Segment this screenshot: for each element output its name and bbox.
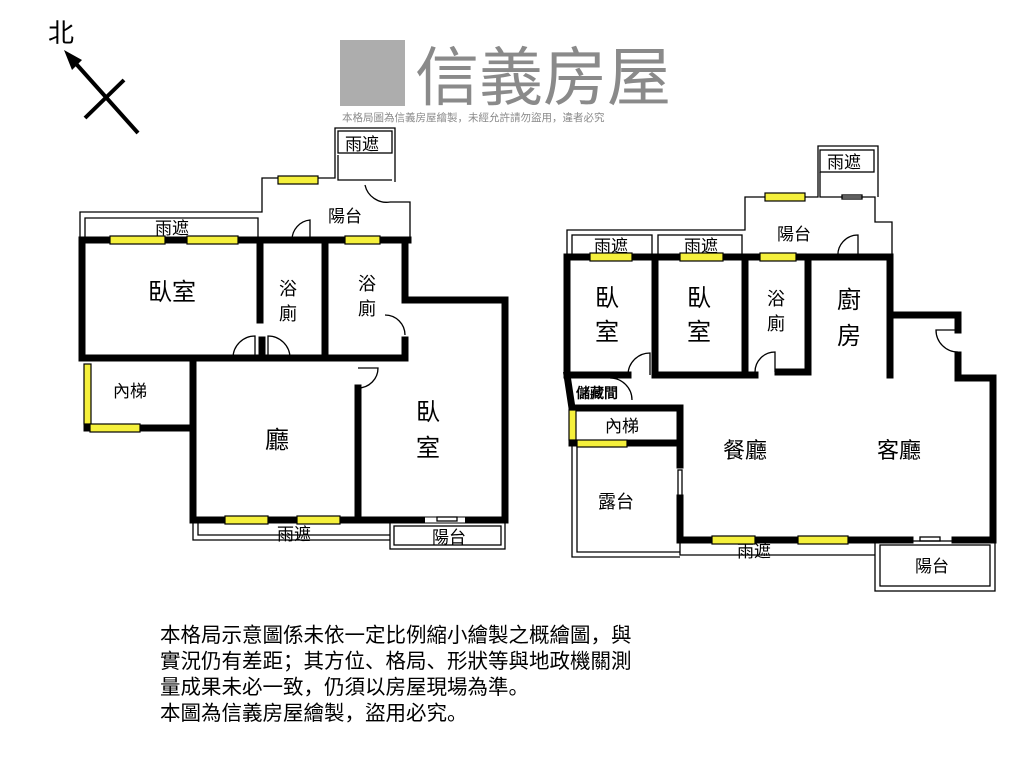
compass-label: 北 — [48, 19, 74, 49]
window — [83, 363, 92, 425]
label-bedroom: 室 — [687, 318, 711, 346]
note-line: 實況仍有差距；其方位、格局、形狀等與地政機關測 — [160, 649, 632, 673]
window — [89, 423, 141, 433]
label-kitchen: 廚 — [837, 286, 861, 314]
window — [344, 235, 381, 245]
label-bathroom: 浴 — [358, 274, 376, 295]
window — [576, 439, 628, 448]
label-rain-shelter: 雨遮 — [827, 153, 861, 173]
window — [711, 535, 756, 545]
label-balcony: 陽台 — [915, 557, 949, 577]
watermark: 信義房屋 本格局圖為信義房屋繪製，未經允許請勿盜用，違者必究 — [340, 40, 671, 124]
window — [759, 252, 797, 262]
label-bedroom: 室 — [416, 434, 440, 462]
label-rain-shelter: 雨遮 — [684, 237, 718, 257]
label-bedroom: 臥 — [416, 398, 440, 426]
label-rain-shelter: 雨遮 — [594, 237, 628, 257]
window — [186, 235, 239, 245]
label-stairs: 內梯 — [605, 417, 639, 437]
label-storage: 儲藏間 — [575, 385, 618, 402]
label-bathroom: 浴 — [767, 289, 785, 310]
window — [277, 175, 319, 185]
label-kitchen: 房 — [837, 322, 861, 350]
window — [764, 192, 806, 202]
label-living-room: 廳 — [265, 426, 289, 454]
watermark-subtitle: 本格局圖為信義房屋繪製，未經允許請勿盜用，違者必究 — [342, 111, 605, 124]
label-stairs: 內梯 — [113, 382, 147, 402]
label-balcony: 陽台 — [777, 225, 811, 245]
north-arrow-icon — [68, 55, 140, 135]
label-rain-shelter: 雨遮 — [737, 542, 771, 562]
label-dining-room: 餐廳 — [723, 439, 767, 464]
window — [568, 409, 577, 441]
label-bedroom: 臥室 — [148, 278, 196, 306]
label-bathroom: 廁 — [767, 313, 785, 335]
label-bedroom: 臥 — [687, 284, 711, 312]
north-compass: 北 — [48, 19, 140, 135]
label-bathroom: 廁 — [279, 303, 297, 325]
note-line: 量成果未必一致，仍須以房屋現場為準。 — [160, 675, 529, 699]
label-terrace: 露台 — [598, 492, 634, 513]
disclaimer-note: 本格局示意圖係未依一定比例縮小繪製之概繪圖，與 實況仍有差距；其方位、格局、形狀… — [160, 622, 632, 726]
window — [296, 515, 341, 525]
label-rain-shelter: 雨遮 — [345, 135, 379, 155]
plan-left: 雨遮 雨遮 陽台 臥室 浴 廁 浴 廁 內梯 廳 臥 室 雨遮 陽台 — [78, 127, 509, 550]
window — [109, 235, 166, 245]
label-balcony: 陽台 — [432, 528, 466, 548]
plan-right: 雨遮 陽台 雨遮 雨遮 臥 室 臥 室 浴 廁 廚 房 儲藏間 內梯 餐廳 客廳… — [563, 145, 997, 592]
label-bedroom: 室 — [595, 318, 619, 346]
window — [589, 252, 633, 262]
label-bathroom: 浴 — [279, 279, 297, 300]
window — [679, 252, 724, 262]
arrowhead-icon — [64, 50, 82, 70]
label-rain-shelter: 雨遮 — [155, 219, 189, 239]
watermark-brand: 信義房屋 — [415, 42, 671, 116]
label-balcony: 陽台 — [328, 207, 362, 227]
label-bedroom: 臥 — [595, 284, 619, 312]
label-rain-shelter: 雨遮 — [277, 525, 311, 545]
window — [224, 515, 269, 525]
note-line: 本格局示意圖係未依一定比例縮小繪製之概繪圖，與 — [160, 623, 632, 647]
window — [797, 535, 849, 545]
label-living-room: 客廳 — [877, 439, 921, 464]
note-line: 本圖為信義房屋繪製，盜用必究。 — [160, 701, 468, 725]
watermark-logo-icon — [340, 40, 405, 106]
label-bathroom: 廁 — [358, 298, 376, 320]
